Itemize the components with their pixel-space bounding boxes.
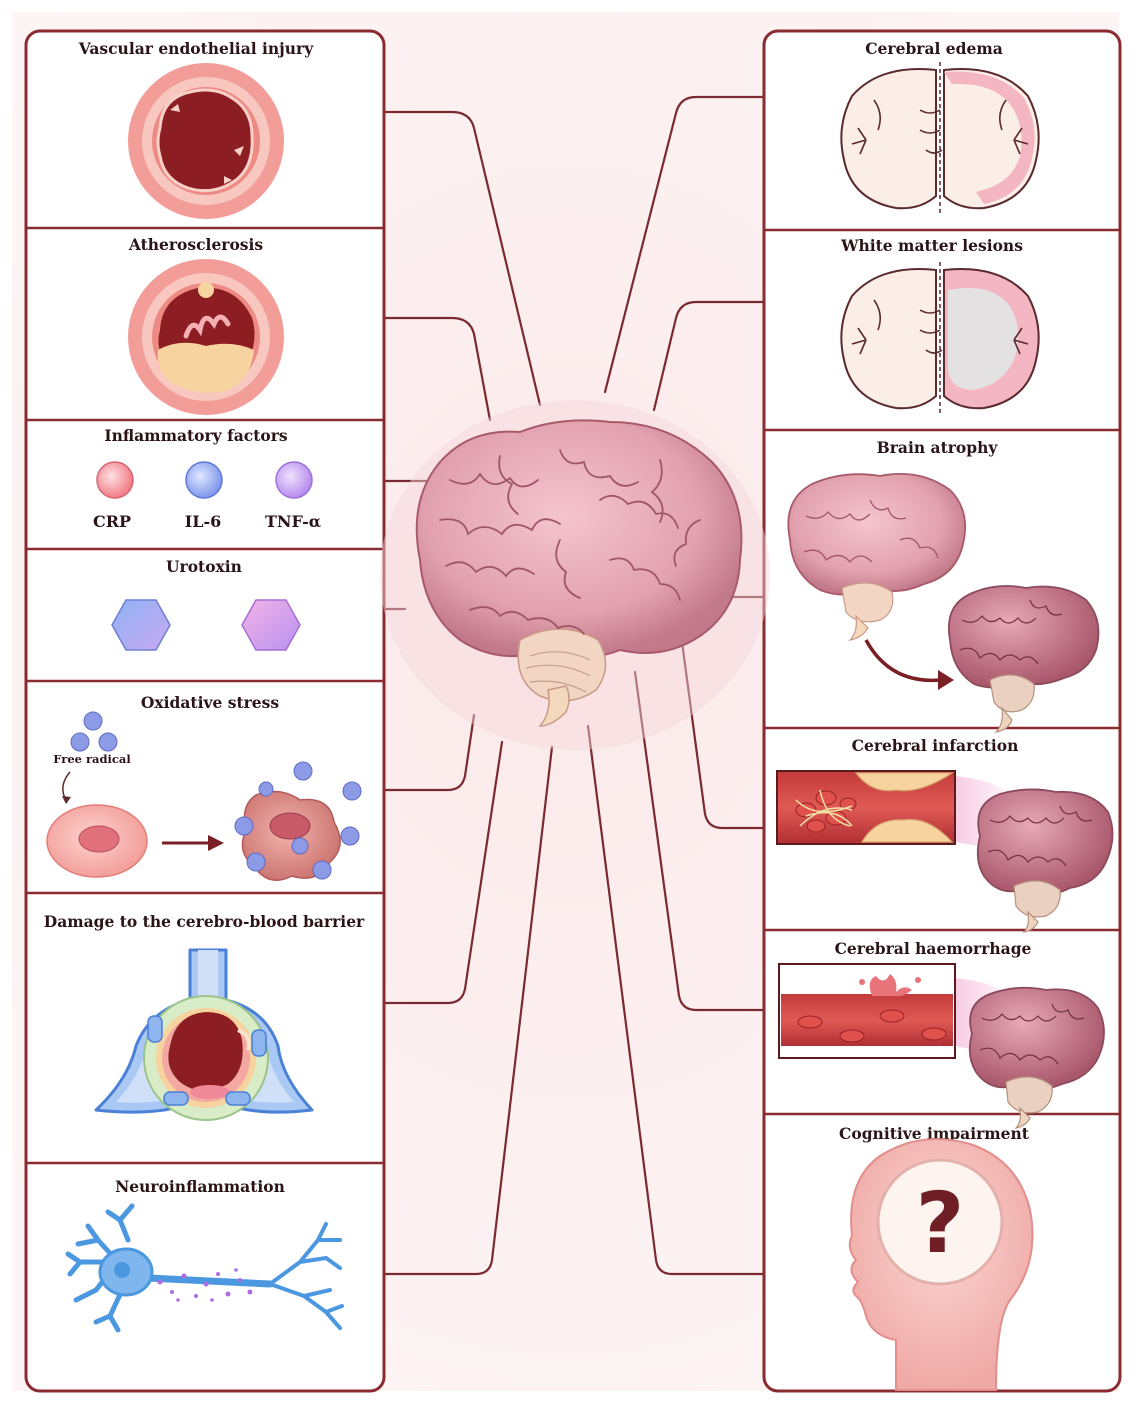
il6-molecule-icon: [186, 462, 222, 498]
healthy-cell-icon: [47, 805, 147, 877]
crp-molecule-icon: [97, 462, 133, 498]
panel-title: Inflammatory factors: [104, 426, 288, 445]
panel-title: Damage to the cerebro-blood barrier: [44, 912, 365, 931]
panel-title: Cerebral haemorrhage: [835, 939, 1032, 958]
panel-inflammatory-factors: Inflammatory factors CRP IL-6 TNF-α: [93, 426, 321, 531]
ruptured-vessel-icon: [779, 964, 955, 1058]
free-radical-label: Free radical: [53, 752, 131, 766]
label-il6: IL-6: [185, 512, 222, 531]
plaque-vessel-icon: [128, 259, 284, 415]
panel-title: Cerebral edema: [865, 39, 1003, 58]
panel-title: Urotoxin: [166, 557, 242, 576]
panel-title: White matter lesions: [840, 236, 1023, 255]
vessel-cross-section-icon: [128, 63, 284, 219]
label-tnf: TNF-α: [265, 512, 321, 531]
tnf-molecule-icon: [276, 462, 312, 498]
panel-title: Brain atrophy: [877, 438, 999, 457]
panel-title: Atherosclerosis: [128, 235, 264, 254]
blocked-vessel-icon: [777, 771, 955, 844]
panel-title: Oxidative stress: [141, 693, 279, 712]
label-crp: CRP: [93, 512, 131, 531]
question-mark-icon: ?: [916, 1174, 965, 1272]
central-brain-icon: [380, 400, 770, 750]
panel-title: Vascular endothelial injury: [78, 39, 314, 58]
panel-title: Cerebral infarction: [852, 736, 1019, 755]
panel-title: Neuroinflammation: [115, 1177, 285, 1196]
